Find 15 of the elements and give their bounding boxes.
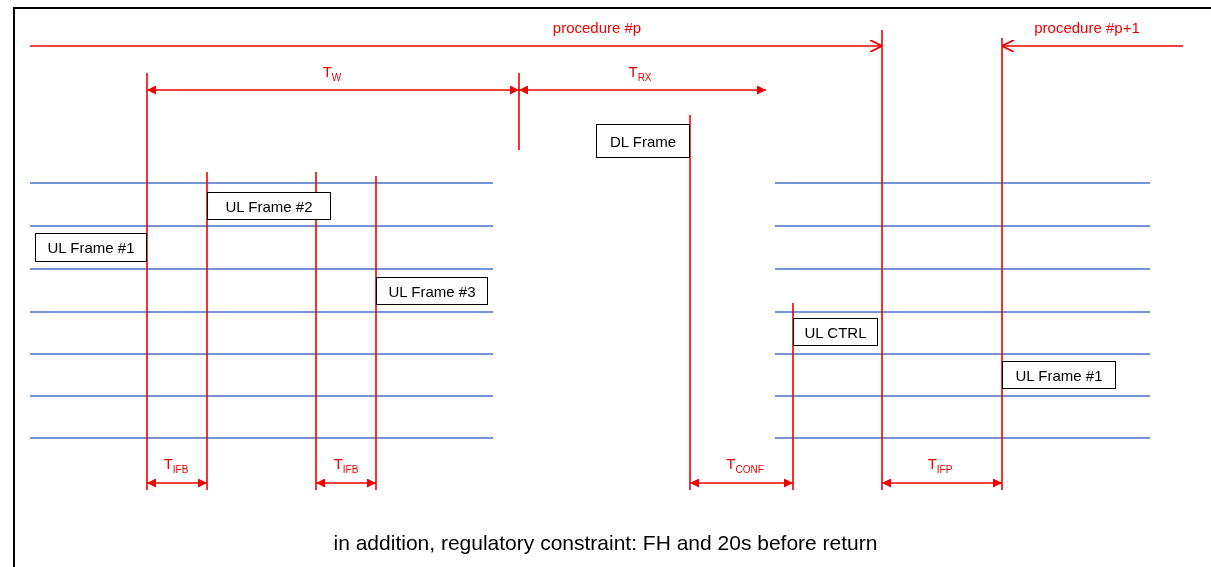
frame-box [207,192,331,220]
frame-label: UL Frame #1 [1015,366,1103,384]
frame-label: UL CTRL [804,323,867,341]
frame-box [793,318,878,346]
frame-label: UL Frame #3 [388,282,476,300]
frame-label: DL Frame [609,132,677,150]
procedure-label: procedure #p+1 [1032,19,1142,36]
procedure-label: procedure #p [550,19,644,36]
frame-box [35,233,147,262]
frame-label: UL Frame #2 [225,197,313,215]
frame-box [1002,361,1116,389]
frame-box [376,277,488,305]
frame-box [596,124,690,158]
frame-label: UL Frame #1 [47,239,135,256]
caption: in addition, regulatory constraint: FH and 20s before return [333,531,878,555]
